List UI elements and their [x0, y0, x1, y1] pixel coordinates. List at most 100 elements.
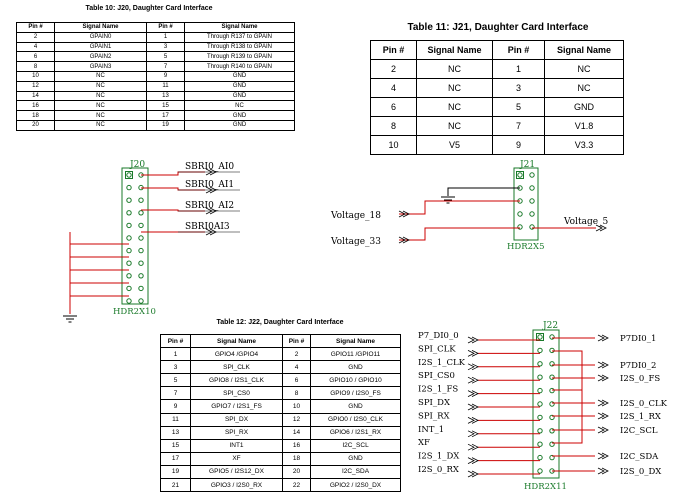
header-pin	[549, 334, 555, 340]
net-label: I2S_0_CLK	[620, 399, 668, 409]
j21-ref-label: J21	[519, 160, 535, 170]
port-arrow	[467, 390, 479, 397]
header-pin	[138, 247, 144, 254]
net-label: P7_DI0_0	[418, 331, 459, 341]
table-header-row: Pin # Signal Name Pin # Signal Name	[160, 333, 401, 349]
net-label: P7DI0_2	[620, 361, 656, 371]
port-arrow	[467, 457, 479, 464]
signal-name-cell: V5	[416, 135, 493, 155]
j21-part-label: HDR2X5	[507, 242, 545, 252]
net-label: Voltage_33	[330, 237, 381, 247]
header-pin	[537, 454, 543, 461]
port-arrow	[398, 236, 410, 244]
header-pin	[537, 441, 543, 447]
header-pin	[549, 428, 555, 434]
table-12-caption: Table 12: J22, Daughter Card Interface	[216, 319, 344, 326]
header-pin	[549, 454, 555, 461]
header-pin	[138, 235, 144, 241]
header-pin	[126, 210, 132, 216]
table-11-caption: Table 11: J21, Daughter Card Interface	[407, 22, 589, 33]
net-label: SPI_DX	[418, 398, 451, 408]
pin-1-marker	[516, 171, 524, 179]
header-pin	[537, 414, 543, 421]
port-arrow	[398, 210, 410, 218]
signal-wire	[141, 171, 205, 176]
header-pin	[529, 211, 535, 217]
header-pin	[126, 235, 132, 241]
j20-connector: J20 HDR2X10 SBRI0_AI0SBRI0_AI1SBRI0_AI2S…	[63, 160, 240, 323]
signal-name-cell: GND	[184, 119, 295, 131]
signal-wire	[399, 227, 520, 241]
header-pin	[126, 184, 132, 191]
header-pin	[549, 361, 555, 367]
net-label: Voltage_5	[563, 217, 609, 227]
header-pin	[537, 361, 543, 367]
header-pin	[126, 197, 132, 203]
net-label: XF	[418, 438, 430, 448]
header-pin	[529, 172, 535, 178]
header-pin	[549, 387, 555, 394]
j20-ref-label: J20	[129, 160, 145, 170]
port-arrow	[597, 399, 609, 407]
port-arrow	[597, 426, 609, 434]
net-label: P7DI0_1	[620, 334, 656, 344]
net-label: SPI_CS0	[418, 371, 455, 381]
port-arrow	[467, 470, 479, 478]
j22-ref-label: J22	[542, 321, 558, 331]
net-label: SBRI0AI3	[185, 222, 230, 232]
j21-connector: J21 HDR2X5 Voltage_18 Voltage_33 Voltage…	[330, 160, 609, 252]
header-pin	[537, 387, 543, 394]
header-pin	[537, 374, 543, 380]
header-pin	[126, 172, 132, 178]
gnd-wire	[552, 350, 583, 391]
header-pin	[537, 347, 543, 354]
net-label: I2S_0_DX	[620, 467, 662, 477]
header-pin	[549, 414, 555, 421]
header-pin	[517, 172, 523, 178]
signal-wire	[399, 200, 520, 215]
port-arrow	[597, 374, 609, 382]
net-label: I2S_0_FS	[620, 374, 660, 384]
net-label: I2S_0_RX	[418, 465, 460, 475]
table-10-caption: Table 10: J20, Daughter Card Interface	[85, 5, 213, 12]
header-pin	[537, 428, 543, 434]
header-pin	[549, 441, 555, 447]
port-arrow	[597, 334, 609, 342]
port-arrow	[597, 467, 609, 475]
net-label: SPI_CLK	[418, 344, 456, 354]
net-label: I2S_1_DX	[418, 452, 460, 462]
net-label: SBRI0_AI2	[185, 201, 234, 211]
port-arrow	[467, 430, 479, 438]
header-pin	[126, 298, 132, 304]
j20-part-label: HDR2X10	[113, 307, 156, 317]
header-pin	[537, 334, 543, 340]
net-label: SBRI0_AI1	[185, 180, 234, 190]
net-label: I2C_SCL	[620, 426, 658, 436]
header-pin	[517, 224, 523, 230]
header-pin	[529, 185, 535, 191]
port-arrow	[467, 403, 479, 411]
header-pin	[549, 347, 555, 354]
j20-header-body	[121, 167, 149, 305]
port-arrow	[597, 412, 609, 420]
port-arrow	[467, 443, 479, 451]
header-pin	[529, 198, 535, 204]
net-label: I2S_1_FS	[418, 385, 458, 395]
j22-part-label: HDR2X11	[524, 482, 567, 492]
port-arrow	[467, 376, 479, 384]
net-label: I2S_1_CLK	[418, 358, 466, 368]
header-pin	[126, 260, 132, 266]
port-arrow	[467, 417, 479, 424]
pin-1-marker	[125, 171, 133, 179]
